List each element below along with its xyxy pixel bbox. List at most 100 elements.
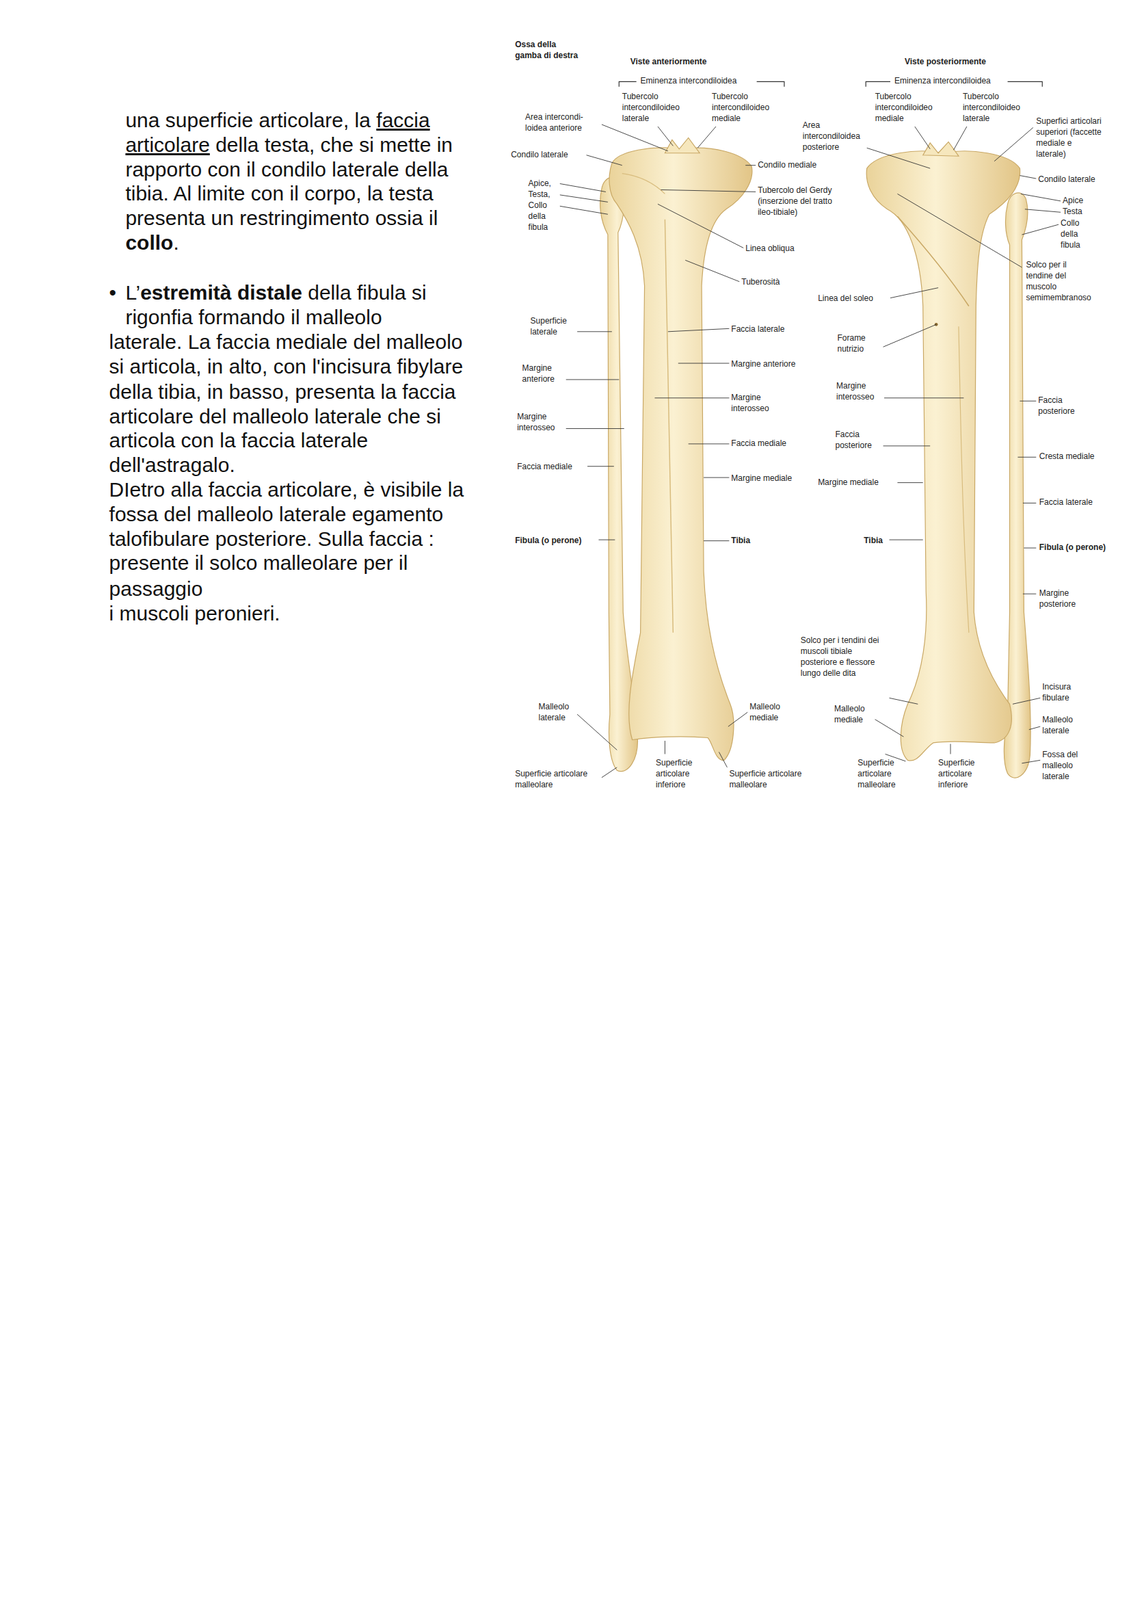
label-anchor: Superficie articolare malleolare [728, 767, 808, 790]
figure-label: Viste posteriormente [904, 56, 987, 68]
shading [664, 219, 673, 633]
figure-label: Superficie articolare inferiore [938, 756, 981, 790]
label-anchor: Malleolo mediale [834, 702, 872, 725]
figure-label: Tibia [863, 534, 883, 546]
text-line: talofibulare posteriore. Sulla faccia : [109, 526, 435, 552]
figure-label: Margine interosseo [836, 380, 879, 403]
text-line: presente il solco malleolare per il [109, 550, 409, 576]
figure-label: Faccia mediale [730, 437, 787, 449]
label-anchor: Margine interosseo [730, 391, 774, 414]
figure-label: Fossa del malleolo laterale [1042, 748, 1081, 782]
figure-label: Margine posteriore [1039, 587, 1080, 610]
text-line: si articola, in alto, con l'incisura fib… [109, 354, 464, 379]
intercondylar-eminence [664, 137, 700, 153]
body-text: dell'astragalo. [109, 453, 236, 476]
figure-label: Malleolo mediale [834, 702, 872, 725]
text-line: collo. [125, 230, 179, 256]
label-anchor: Faccia mediale [516, 460, 573, 472]
body-text: tibia. Al limite con il corpo, la testa [125, 181, 433, 205]
bullet: • [109, 281, 117, 304]
posterior-view [866, 141, 1031, 778]
figure-label: Margine interosseo [516, 410, 560, 433]
label-anchor: Superfici articolari superiori (faccette… [1035, 115, 1102, 160]
label-anchor: Margine mediale [730, 472, 792, 484]
figure-label: Area intercondiloidea posteriore [802, 119, 865, 153]
label-anchor: Margine interosseo [516, 410, 560, 433]
figure-label: Margine interosseo [730, 391, 774, 414]
label-anchor: Margine interosseo [836, 380, 879, 403]
text-line: una superficie articolare, lafaccia [125, 108, 430, 133]
body-text: . [173, 231, 179, 254]
figure-label: Condilo mediale [757, 159, 817, 171]
body-text: rigonfia formando il malleolo [125, 305, 382, 329]
leader-lines [560, 124, 1061, 778]
label-anchor: Tubercolo intercondiloideo mediale [875, 90, 937, 124]
body-text: presenta un restringimento ossia il [125, 206, 438, 230]
body-text: della tibia, in basso, presenta la facci… [109, 380, 457, 403]
figure-title: Ossa della gamba di destra [514, 38, 582, 61]
figure-label: Apice, Testa, Collo della fibula [528, 177, 558, 233]
figure-label: Tubercolo del Gerdy (inserzione del trat… [757, 184, 843, 218]
label-anchor: Superficie articolare malleolare [857, 756, 900, 790]
label-anchor: Apice [1062, 194, 1084, 206]
label-anchor: Ossa della gamba di destra [514, 38, 582, 61]
anterior-view [600, 137, 753, 771]
figure-label: Faccia laterale [730, 323, 785, 335]
label-anchor: Fibula (o perone) [1039, 541, 1106, 553]
text-line: presenta un restringimento ossia il [125, 205, 438, 231]
figure-label: Tibia [730, 534, 751, 546]
body-text: articolare [125, 133, 210, 156]
figure-label: Margine anteriore [522, 362, 563, 385]
text-line: dell'astragalo. [109, 452, 236, 478]
body-text: della fibula si [307, 281, 427, 304]
figure-label: Superficie articolare malleolare [514, 767, 594, 790]
text-line: articolaredella testa, che si mette in [125, 132, 453, 158]
label-anchor: Fossa del malleolo laterale [1042, 748, 1081, 782]
label-anchor: Eminenza intercondiloidea [640, 75, 738, 87]
label-anchor: Malleolo laterale [1042, 713, 1080, 736]
label-anchor: Faccia posteriore [834, 428, 875, 451]
label-anchor: Viste posteriormente [904, 56, 987, 68]
figure-label: Faccia laterale [1039, 496, 1093, 508]
body-text: laterale. La faccia mediale del malleolo [109, 330, 463, 353]
label-anchor: Malleolo mediale [749, 700, 788, 723]
label-anchor: Condilo laterale [510, 149, 568, 161]
label-anchor: Tubercolo del Gerdy (inserzione del trat… [757, 184, 843, 218]
text-line: articolare del malleolo laterale che si [109, 404, 442, 429]
figure-label: Testa [1062, 205, 1083, 217]
figure-label: Malleolo laterale [1042, 713, 1080, 736]
label-anchor: Cresta mediale [1039, 450, 1095, 462]
figure-label: Linea del soleo [817, 292, 874, 304]
figure-label: Tubercolo intercondiloideo laterale [962, 90, 1025, 124]
figure-label: Forame nutrizio [836, 332, 872, 355]
label-anchor: Tibia [863, 534, 883, 546]
body-text: presente il solco malleolare per il [109, 551, 409, 574]
figure-label: Condilo laterale [510, 149, 568, 161]
body-text: estremità distale [140, 281, 303, 304]
label-anchor: Collo della fibula [1060, 217, 1086, 251]
label-anchor: Linea del soleo [817, 292, 874, 304]
nutrient-foramen [934, 322, 939, 327]
figure-label: Superficie articolare malleolare [857, 756, 900, 790]
label-anchor: Superficie articolare malleolare [514, 767, 594, 790]
label-anchor: Faccia mediale [730, 437, 787, 449]
body-text: articola con la faccia laterale [109, 428, 369, 452]
label-anchor: Tuberosità [741, 276, 780, 288]
body-text: L’ [125, 281, 141, 304]
label-anchor: Superficie articolare inferiore [655, 756, 697, 790]
figure-label: Margine mediale [817, 476, 879, 488]
label-anchor: Margine posteriore [1039, 587, 1080, 610]
figure-label: Tuberosità [741, 276, 780, 288]
body-text: DIetro alla faccia articolare, è visibil… [109, 477, 465, 501]
body-text: una superficie articolare, la [125, 108, 371, 132]
figure-label: Superficie articolare malleolare [728, 767, 808, 790]
figure-label: Fibula (o perone) [514, 534, 582, 546]
figure-label: Malleolo mediale [749, 700, 788, 723]
figure-label: Collo della fibula [1060, 217, 1086, 251]
label-anchor: Superficie laterale [530, 315, 574, 338]
text-line: rigonfia formando il malleolo [125, 304, 382, 330]
text-line: i muscoli peronieri. [109, 601, 281, 626]
label-anchor: Faccia laterale [1039, 496, 1093, 508]
label-anchor: Viste anteriormente [630, 56, 708, 68]
label-anchor: Condilo laterale [1038, 173, 1095, 185]
